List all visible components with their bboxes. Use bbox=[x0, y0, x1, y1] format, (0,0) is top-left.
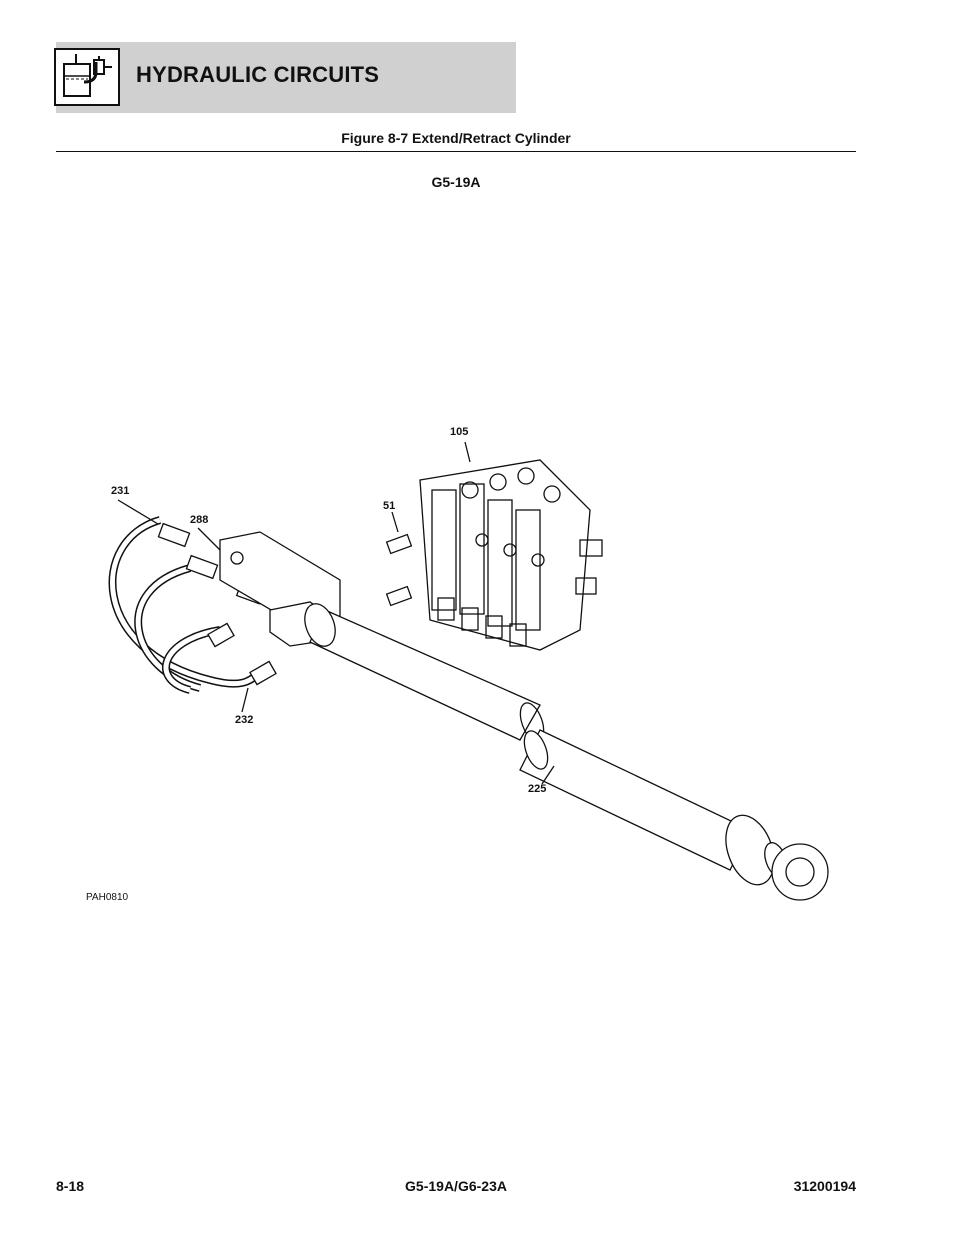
figure-title: Figure 8-7 Extend/Retract Cylinder bbox=[341, 130, 571, 146]
hydraulic-reservoir-icon bbox=[54, 48, 120, 106]
footer-page-number: 8-18 bbox=[56, 1178, 85, 1194]
callout-51: 51 bbox=[383, 500, 396, 512]
callout-232: 232 bbox=[235, 714, 254, 726]
model-label: G5-19A bbox=[431, 174, 481, 190]
header-band bbox=[56, 42, 516, 113]
drawing-id: PAH0810 bbox=[86, 892, 129, 903]
callout-231: 231 bbox=[111, 485, 130, 497]
cylinder-illustration bbox=[108, 441, 829, 901]
page-title: HYDRAULIC CIRCUITS bbox=[136, 62, 380, 87]
footer-doc-number: 31200194 bbox=[793, 1178, 856, 1194]
callout-288: 288 bbox=[190, 514, 209, 526]
callout-225: 225 bbox=[528, 783, 547, 795]
header-rule bbox=[56, 151, 856, 152]
footer-models: G5-19A/G6-23A bbox=[405, 1178, 507, 1194]
control-valve bbox=[419, 459, 603, 651]
callout-105: 105 bbox=[450, 426, 469, 438]
